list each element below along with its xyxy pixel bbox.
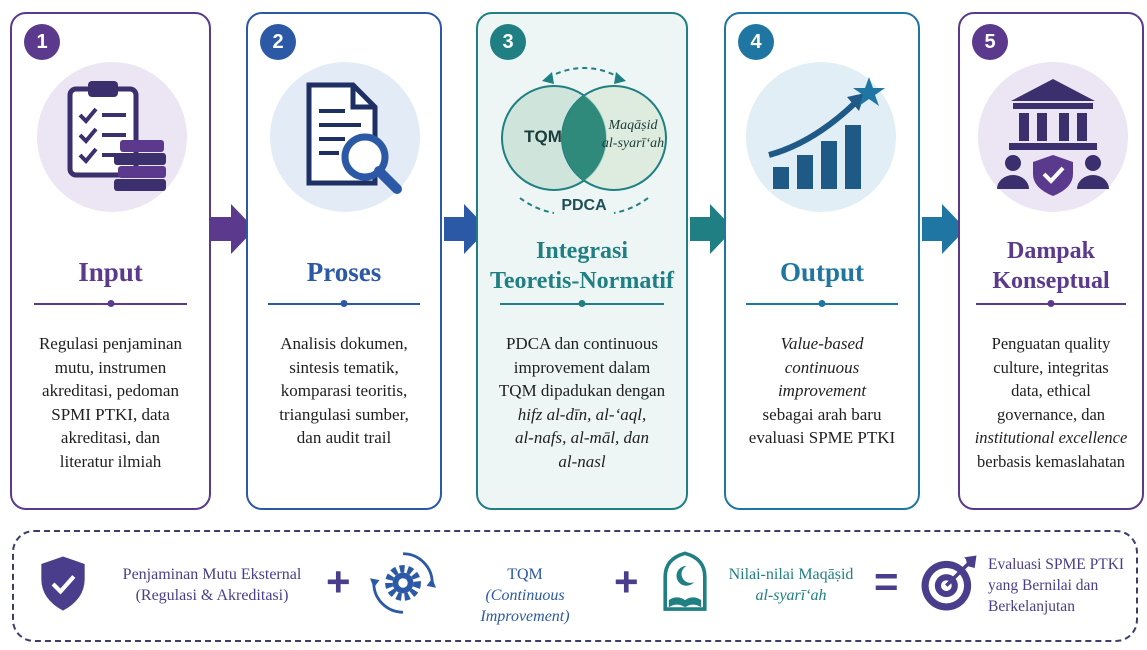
plus-sign: +: [614, 558, 639, 605]
card-input: 1 Input Regulasi penjaminan mutu, instru…: [10, 12, 211, 510]
formula-item-1: Penjaminan Mutu Eksternal (Regulasi & Ak…: [102, 564, 322, 606]
flow-arrow-icon: [690, 204, 734, 254]
venn-diagram-icon: [501, 67, 667, 214]
pdca-label: PDCA: [561, 197, 607, 214]
card-output: 4 Output Value-based continuous improvem…: [724, 12, 920, 510]
formula-box: Penjaminan Mutu Eksternal (Regulasi & Ak…: [12, 530, 1138, 642]
document-search-icon: [306, 82, 402, 194]
body-line: al-nafs, al-māl, dan: [514, 428, 650, 447]
body-line: SPMI PTKI, data: [51, 404, 170, 424]
body-line: komparasi teoritis,: [280, 381, 408, 400]
card-body: Penguatan quality culture, integritas da…: [960, 332, 1142, 473]
formula-line: Berkelanjutan: [988, 598, 1075, 615]
venn-left-label: TQM: [524, 127, 562, 146]
body-line: al-nasl: [558, 451, 606, 471]
venn-right-line: Maqāṣid: [608, 118, 658, 133]
card-title: Dampak Konseptual: [968, 236, 1134, 296]
institution-people-icon: [997, 79, 1109, 196]
divider: [268, 303, 420, 305]
body-line: data, ethical: [1011, 381, 1091, 400]
body-line: akreditasi, dan: [60, 428, 161, 447]
card-body: Value-based continuous improvement sebag…: [732, 332, 912, 450]
card-title: Integrasi Teoretis-Normatif: [486, 236, 678, 296]
title-line: Konseptual: [992, 268, 1110, 294]
formula-result: Evaluasi SPME PTKI yang Bernilai dan Ber…: [988, 554, 1136, 617]
divider: [746, 303, 898, 305]
body-line: continuous: [784, 357, 860, 377]
body-line: TQM dipadukan dengan: [498, 381, 666, 400]
body-line: Analisis dokumen,: [280, 334, 408, 353]
card-title: Output: [779, 257, 865, 287]
formula-line: (Continuous Improvement): [480, 587, 570, 625]
title-line: Teoretis-Normatif: [490, 268, 674, 294]
step-badge-2: 2: [260, 24, 296, 60]
formula-line: TQM: [507, 566, 543, 583]
card-proses: 2 Proses Analisis dokumen, sintesis tema…: [246, 12, 442, 510]
body-line: dan audit trail: [296, 428, 392, 447]
growth-chart-icon: [768, 77, 885, 189]
formula-line: Evaluasi SPME PTKI: [988, 556, 1125, 573]
body-line: evaluasi SPME PTKI: [748, 428, 896, 447]
divider: [976, 303, 1126, 305]
formula-line: al-syarī‘ah: [755, 587, 827, 604]
gear-cycle-icon: [370, 552, 436, 614]
body-line: governance, dan: [996, 404, 1106, 424]
card-body: PDCA dan continuous improvement dalam TQ…: [484, 332, 680, 473]
venn-right-label: Maqāṣid al-syarī‘ah: [590, 117, 676, 153]
title-line: Integrasi: [536, 238, 628, 264]
step-badge-1: 1: [24, 24, 60, 60]
body-line: culture, integritas: [993, 357, 1109, 377]
equals-sign: =: [874, 558, 899, 605]
body-line: mutu, instrumen: [54, 357, 167, 377]
body-line: PDCA dan continuous: [505, 334, 659, 353]
card-body: Analisis dokumen, sintesis tematik, komp…: [254, 332, 434, 450]
flow-arrow-icon: [922, 204, 966, 254]
body-line: Value-based: [780, 334, 864, 353]
body-line: triangulasi sumber,: [279, 404, 409, 424]
body-line: literatur ilmiah: [59, 451, 162, 471]
step-badge-4: 4: [738, 24, 774, 60]
divider: [34, 303, 187, 305]
venn-right-line: al-syarī‘ah: [601, 136, 665, 151]
body-line: Regulasi penjaminan: [38, 334, 183, 353]
mosque-book-icon: [663, 551, 707, 611]
title-line: Dampak: [1006, 238, 1096, 264]
formula-line: yang Bernilai dan: [988, 577, 1099, 594]
card-title: Input: [78, 257, 143, 287]
card-dampak: 5 Dampak Konseptual Penguatan quality cu…: [958, 12, 1144, 510]
formula-line: (Regulasi & Akreditasi): [135, 587, 289, 604]
body-line: berbasis kemaslahatan: [977, 451, 1125, 471]
body-line: sebagai arah baru: [762, 404, 882, 424]
plus-sign: +: [326, 558, 351, 605]
formula-line: Nilai-nilai Maqāṣid: [728, 566, 854, 583]
card-integrasi: 3 TQM Maqāṣid al-syarī‘ah PDCA Integrasi…: [476, 12, 688, 510]
flow-arrow-icon: [211, 204, 255, 254]
body-line: hifz al-dīn, al-‘aql,: [517, 404, 647, 424]
formula-line: Penjaminan Mutu Eksternal: [122, 566, 302, 583]
flow-arrow-icon: [444, 204, 488, 254]
step-badge-3: 3: [490, 24, 526, 60]
formula-item-2: TQM (Continuous Improvement): [440, 564, 610, 627]
body-line: institutional excellence: [974, 428, 1128, 447]
card-body: Regulasi penjaminan mutu, instrumen akre…: [18, 332, 203, 473]
body-line: Penguatan quality: [991, 334, 1111, 353]
body-line: improvement: [777, 381, 867, 400]
clipboard-books-icon: [67, 81, 166, 191]
step-badge-5: 5: [972, 24, 1008, 60]
body-line: improvement dalam: [513, 357, 651, 377]
body-line: akreditasi, pedoman: [42, 381, 179, 400]
shield-check-icon: [41, 556, 85, 611]
target-arrow-icon: [921, 555, 977, 611]
formula-item-3: Nilai-nilai Maqāṣid al-syarī‘ah: [716, 564, 866, 606]
divider: [500, 303, 664, 305]
card-title: Proses: [306, 257, 382, 287]
body-line: sintesis tematik,: [289, 357, 399, 377]
